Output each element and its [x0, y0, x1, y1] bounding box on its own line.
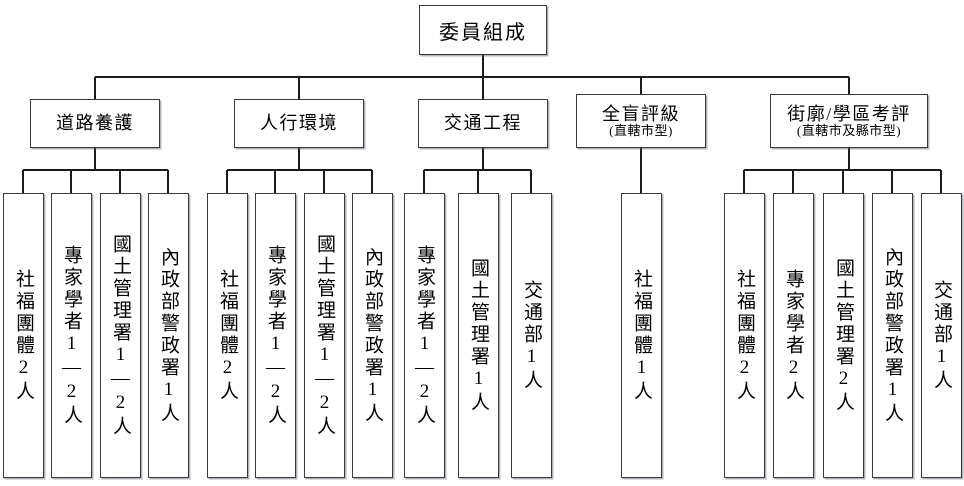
node-root[interactable]: 委員組成	[419, 5, 547, 55]
node-member[interactable]: 社福團體2人	[3, 193, 44, 478]
node-root-label: 委員組成	[439, 21, 527, 44]
node-member[interactable]: 國土管理署1—2人	[304, 193, 345, 478]
member-label: 內政部警政署1人	[362, 246, 383, 425]
node-member[interactable]: 社福團體1人	[621, 193, 662, 478]
node-member[interactable]: 交通部1人	[921, 193, 962, 478]
node-member[interactable]: 專家學者2人	[773, 193, 814, 478]
member-label: 專家學者1—2人	[414, 244, 435, 427]
node-member[interactable]: 社福團體2人	[207, 193, 248, 478]
member-label: 內政部警政署1人	[158, 246, 179, 425]
category-label: 道路養護	[56, 113, 134, 134]
node-member[interactable]: 國土管理署1—2人	[100, 193, 141, 478]
member-label: 社福團體2人	[13, 268, 34, 403]
node-member[interactable]: 社福團體2人	[724, 193, 765, 478]
member-label: 社福團體2人	[734, 268, 755, 403]
member-label: 社福團體2人	[217, 268, 238, 403]
member-label: 交通部1人	[931, 279, 952, 392]
member-label: 交通部1人	[521, 279, 542, 392]
member-label: 專家學者1—2人	[265, 244, 286, 427]
node-member[interactable]: 專家學者1—2人	[255, 193, 296, 478]
node-category-block-school-district-review[interactable]: 街廓/學區考評 (直轄市及縣市型)	[770, 94, 928, 148]
category-sublabel: (直轄市及縣市型)	[796, 122, 902, 138]
category-label: 交通工程	[444, 113, 522, 134]
member-label: 國土管理署1—2人	[314, 233, 335, 438]
category-label: 全盲評級	[602, 103, 680, 124]
node-member[interactable]: 內政部警政署1人	[148, 193, 189, 478]
member-label: 國土管理署2人	[833, 257, 854, 414]
node-category-pedestrian-environment[interactable]: 人行環境	[234, 99, 364, 148]
member-label: 國土管理署1人	[468, 257, 489, 414]
node-member[interactable]: 專家學者1—2人	[51, 193, 92, 478]
member-label: 內政部警政署1人	[882, 246, 903, 425]
node-member[interactable]: 國土管理署1人	[458, 193, 499, 478]
node-category-blind-rating[interactable]: 全盲評級 (直轄市型)	[576, 94, 706, 148]
node-member[interactable]: 國土管理署2人	[823, 193, 864, 478]
node-member[interactable]: 內政部警政署1人	[872, 193, 913, 478]
node-member[interactable]: 內政部警政署1人	[352, 193, 393, 478]
node-member[interactable]: 專家學者1—2人	[404, 193, 445, 478]
category-label: 街廓/學區考評	[787, 103, 911, 124]
member-label: 專家學者2人	[783, 268, 804, 403]
node-category-road-maintenance[interactable]: 道路養護	[30, 99, 160, 148]
node-category-traffic-engineering[interactable]: 交通工程	[418, 99, 548, 148]
member-label: 專家學者1—2人	[61, 244, 82, 427]
category-label: 人行環境	[260, 113, 338, 134]
category-sublabel: (直轄市型)	[609, 122, 673, 138]
member-label: 國土管理署1—2人	[110, 233, 131, 438]
member-label: 社福團體1人	[631, 268, 652, 403]
node-member[interactable]: 交通部1人	[511, 193, 552, 478]
